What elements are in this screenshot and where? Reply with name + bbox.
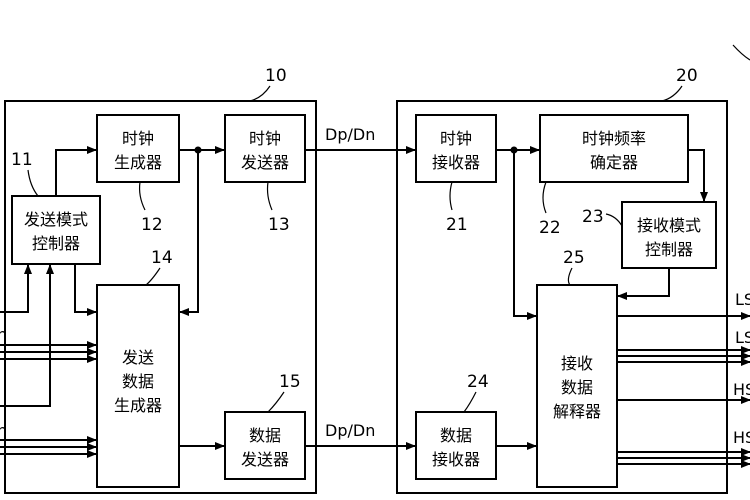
clock-generator-label-1: 时钟 (122, 129, 154, 148)
rx-mode-controller-block (621, 201, 717, 269)
rx-mode-controller-label-1: 接收模式 (637, 216, 701, 235)
clock-receiver-block (415, 114, 497, 183)
wire-input-to-txmode-a (0, 264, 32, 313)
ref-14-leader (145, 267, 161, 286)
output-label-ls-1: LS (735, 290, 750, 309)
ref-11: 11 (11, 150, 33, 170)
ref-15: 15 (279, 372, 301, 392)
output-label-ls-2: LS (735, 328, 750, 347)
output-label-hs-1: HS (733, 380, 750, 399)
tx-data-generator-label-2: 数据 (122, 372, 154, 391)
tx-data-generator-block (96, 284, 180, 488)
clock-generator-block (96, 114, 180, 183)
data-transmitter-block (224, 411, 306, 480)
ref-23: 23 (582, 207, 604, 227)
ref-22: 22 (539, 218, 561, 238)
clock-receiver-label-2: 接收器 (432, 153, 480, 172)
clock-link-label: Dp/Dn (325, 125, 375, 144)
rx-data-interpreter-label-3: 解释器 (553, 402, 601, 421)
ref-25-leader (567, 267, 573, 286)
ref-20: 20 (676, 66, 698, 86)
wire-txmode-to-datagen (74, 264, 97, 316)
ref-13-leader (266, 181, 273, 211)
data-receiver-label-2: 接收器 (432, 450, 480, 469)
wire-freq-to-rxmode (688, 149, 708, 202)
transmitter-device-frame (4, 100, 317, 494)
edge-stroke (732, 44, 750, 61)
data-receiver-label-1: 数据 (440, 426, 472, 445)
clock-transmitter-label-1: 时钟 (249, 129, 281, 148)
ref-12: 12 (141, 215, 163, 235)
receiver-device-frame (396, 100, 728, 494)
ref-25: 25 (563, 248, 585, 268)
ref-23-leader (605, 213, 623, 227)
tx-mode-controller-block (11, 195, 101, 265)
tx-mode-controller-label-2: 控制器 (32, 234, 80, 253)
ref-14: 14 (151, 248, 173, 268)
clock-transmitter-label-2: 发送器 (241, 153, 289, 172)
data-transmitter-label-1: 数据 (249, 426, 281, 445)
wire-input-to-txmode-b (0, 264, 54, 407)
clock-frequency-determiner-block (539, 114, 689, 183)
clock-frequency-determiner-label-2: 确定器 (590, 153, 638, 172)
rx-data-interpreter-label-1: 接收 (561, 354, 593, 373)
ref-20-leader (661, 85, 683, 102)
ref-11-leader (27, 169, 39, 197)
ref-12-leader (138, 181, 146, 211)
ref-21: 21 (446, 215, 468, 235)
ref-24-leader (463, 391, 477, 413)
clock-transmitter-block (224, 114, 306, 183)
output-label-hs-2: HS (733, 428, 750, 447)
wire-clock-to-interpreter (513, 150, 537, 320)
input-label-1: n (0, 325, 7, 344)
data-transmitter-label-2: 发送器 (241, 450, 289, 469)
tx-data-generator-label-1: 发送 (122, 348, 154, 367)
ref-24: 24 (467, 372, 489, 392)
wire-txmode-to-clockgen (55, 146, 97, 196)
clock-generator-label-2: 生成器 (114, 153, 162, 172)
wire-clock-to-datagen (179, 150, 199, 316)
clock-frequency-determiner-label-1: 时钟频率 (582, 129, 646, 148)
ref-15-leader (267, 391, 285, 413)
clock-receiver-label-1: 时钟 (440, 129, 472, 148)
input-label-2: n (0, 421, 7, 440)
tx-data-generator-label-3: 生成器 (114, 396, 162, 415)
data-link-label: Dp/Dn (325, 421, 375, 440)
ref-10-leader (249, 85, 271, 102)
wire-rxmode-to-interpreter (617, 268, 670, 300)
ref-22-leader (542, 181, 547, 214)
tx-mode-controller-label-1: 发送模式 (24, 210, 88, 229)
ref-21-leader (449, 181, 453, 211)
rx-mode-controller-label-2: 控制器 (645, 240, 693, 259)
rx-data-interpreter-block (536, 284, 618, 488)
ref-10: 10 (265, 66, 287, 86)
ref-13: 13 (268, 215, 290, 235)
rx-data-interpreter-label-2: 数据 (561, 378, 593, 397)
